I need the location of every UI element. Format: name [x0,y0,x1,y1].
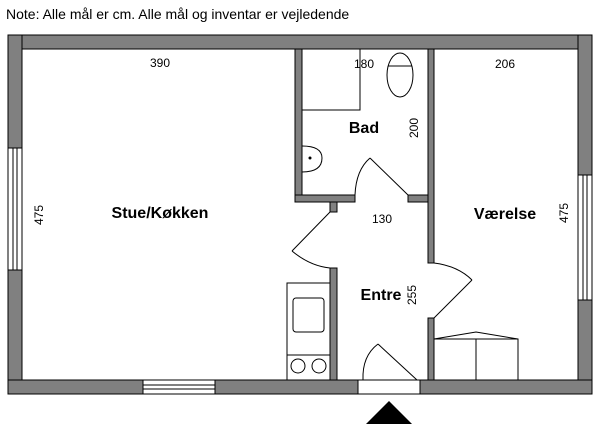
shower [302,49,361,111]
dim-hall-depth: 255 [405,285,419,305]
window-bottom [142,379,216,395]
kitchen-counter [286,282,331,381]
dim-living-width: 390 [150,56,170,70]
door-bedroom[interactable] [433,262,473,319]
outer-walls [7,34,593,395]
dim-hall-width: 130 [372,212,392,226]
dim-living-depth: 475 [32,205,46,225]
room-label-bedroom: Værelse [474,206,536,223]
toilet-icon [386,52,414,98]
dim-bedroom-width: 206 [495,57,515,71]
door-living[interactable] [291,211,331,269]
interior-walls [294,48,435,381]
plan-note: Note: Alle mål er cm. Alle mål og invent… [6,6,350,22]
window-left [7,147,23,271]
entrance-arrow-icon [366,401,412,424]
dim-bedroom-depth: 475 [557,203,571,223]
wardrobe [433,331,519,381]
dim-bath-width: 180 [354,57,374,71]
front-door[interactable] [357,343,421,395]
room-label-bath: Bad [349,120,379,137]
room-label-living: Stue/Køkken [112,205,209,222]
dim-bath-depth: 200 [407,118,421,138]
window-right [577,174,593,301]
sink-icon [301,145,323,173]
door-bath[interactable] [354,157,409,196]
room-label-hall: Entre [361,287,402,304]
